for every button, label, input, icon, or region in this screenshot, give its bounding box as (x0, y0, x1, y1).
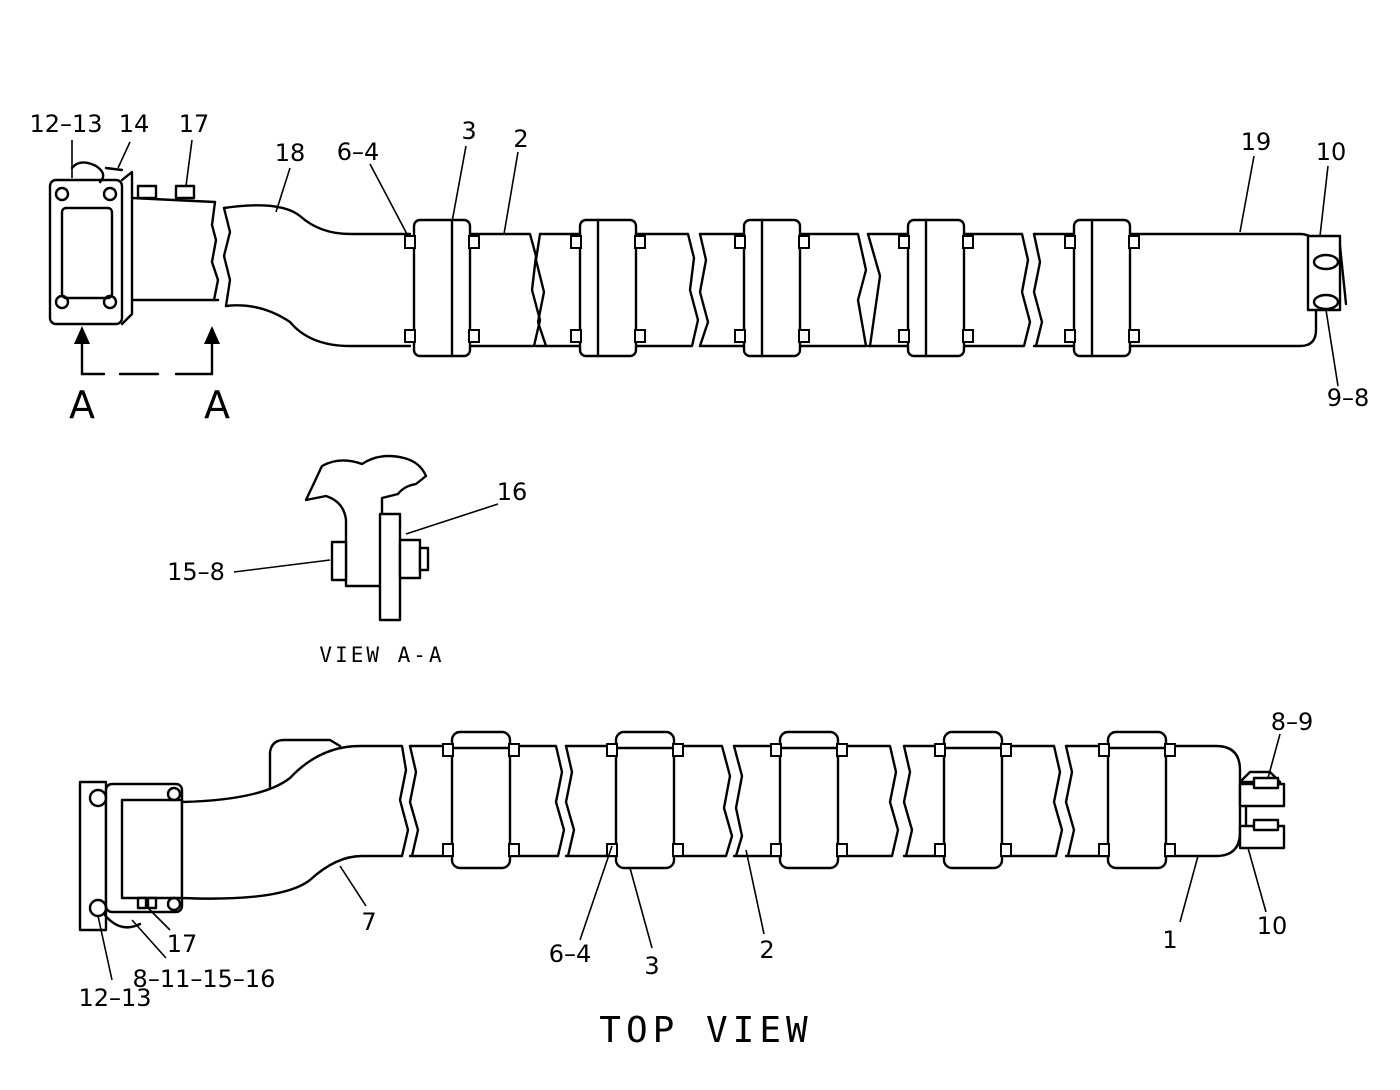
callout-9-8: 9–8 (1327, 384, 1370, 412)
callout-14: 14 (119, 110, 150, 138)
bottom-clamps (442, 730, 1176, 870)
callout-18: 18 (275, 139, 306, 167)
callout-17-bottom: 17 (167, 930, 198, 958)
top-elbow-pipe (222, 204, 412, 348)
top-end-bracket (1306, 234, 1348, 312)
callout-8-9: 8–9 (1271, 708, 1314, 736)
top-clamp-2 (570, 218, 646, 358)
callout-1: 1 (1162, 926, 1177, 954)
bottom-clamp-4 (934, 730, 1012, 870)
callout-7: 7 (361, 908, 376, 936)
callout-17-top: 17 (179, 110, 210, 138)
top-assembly: A A 12–13 14 17 18 6–4 3 2 19 10 9–8 (29, 110, 1369, 427)
bottom-clamp-1 (442, 730, 520, 870)
top-stub-pipe (130, 184, 220, 302)
bottom-assembly: 8–9 10 1 2 3 6–4 7 17 8–11–15–16 12–13 (78, 708, 1313, 1012)
callout-6-4-bottom: 6–4 (549, 940, 592, 968)
callout-19: 19 (1241, 128, 1272, 156)
bottom-callouts: 8–9 10 1 2 3 6–4 7 17 8–11–15–16 12–13 (78, 708, 1313, 1012)
bottom-flange (78, 780, 184, 932)
bottom-leader-lines (97, 733, 1281, 981)
callout-12-13-bottom: 12–13 (78, 984, 151, 1012)
view-title: TOP VIEW (599, 1010, 812, 1051)
top-clamp-5 (1064, 218, 1140, 358)
callout-10-bottom: 10 (1257, 912, 1288, 940)
callout-12-13-top: 12–13 (29, 110, 102, 138)
section-a-a-marker: A A (69, 326, 230, 427)
callout-3-bottom: 3 (644, 952, 659, 980)
top-clamp-1 (404, 218, 480, 358)
bottom-bracket (268, 738, 342, 804)
bottom-clamp-3 (770, 730, 848, 870)
bottom-end-bracket (1238, 770, 1286, 850)
callout-6-4-top: 6–4 (337, 138, 380, 166)
top-clamps (404, 218, 1140, 358)
callout-16: 16 (497, 478, 528, 506)
callout-2-bottom: 2 (759, 936, 774, 964)
bottom-clamp-2 (606, 730, 684, 870)
callout-8-11-15-16: 8–11–15–16 (133, 965, 276, 993)
callout-3-top: 3 (461, 117, 476, 145)
top-left-flange (48, 161, 134, 326)
view-a-a: 16 15–8 VIEW A-A (167, 454, 528, 667)
bottom-clamp-5 (1098, 730, 1176, 870)
callout-2-top: 2 (513, 125, 528, 153)
top-leader-lines (71, 139, 1339, 387)
bottom-elbow-pipe (180, 744, 410, 900)
section-label-left: A (69, 383, 95, 427)
callout-15-8: 15–8 (167, 558, 225, 586)
callout-10-top: 10 (1316, 138, 1347, 166)
top-clamp-4 (898, 218, 974, 358)
section-label-right: A (204, 383, 230, 427)
top-clamp-3 (734, 218, 810, 358)
view-a-a-caption: VIEW A-A (319, 643, 444, 667)
top-callouts: 12–13 14 17 18 6–4 3 2 19 10 9–8 (29, 110, 1369, 412)
